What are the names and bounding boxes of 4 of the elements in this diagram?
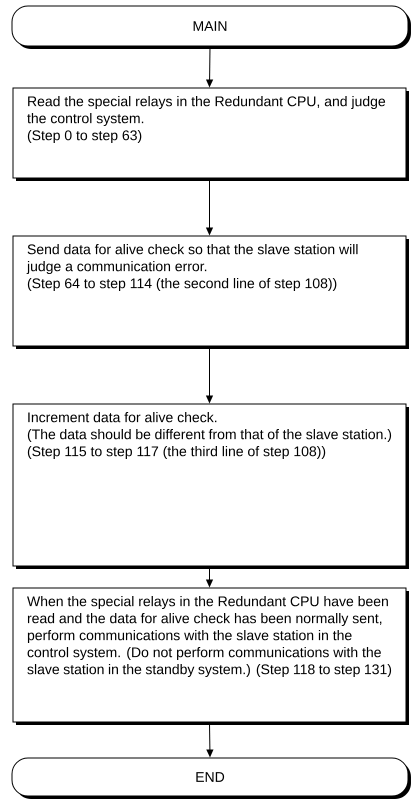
process-box: Read the special relays in the Redundant CPU, and judge the control system. (Step 0 to step 63) <box>12 88 409 181</box>
process-box: Send data for alive check so that the slave station will judge a communication error. (Step 64 to step 114 (the second line of step 108)) <box>12 236 409 349</box>
process-box: Increment data for alive check. (The data should be different from that of the slave station.) (Step 115 to step 117 (the third line of step 108)) <box>12 404 409 569</box>
process-box: When the special relays in the Redundant CPU have been read and the data for alive check has been normally sent, perform communications with the slave station in the control system. (Do not perform communications with the slave station in the standby system.) (Step 118 to step 131) <box>12 588 409 725</box>
